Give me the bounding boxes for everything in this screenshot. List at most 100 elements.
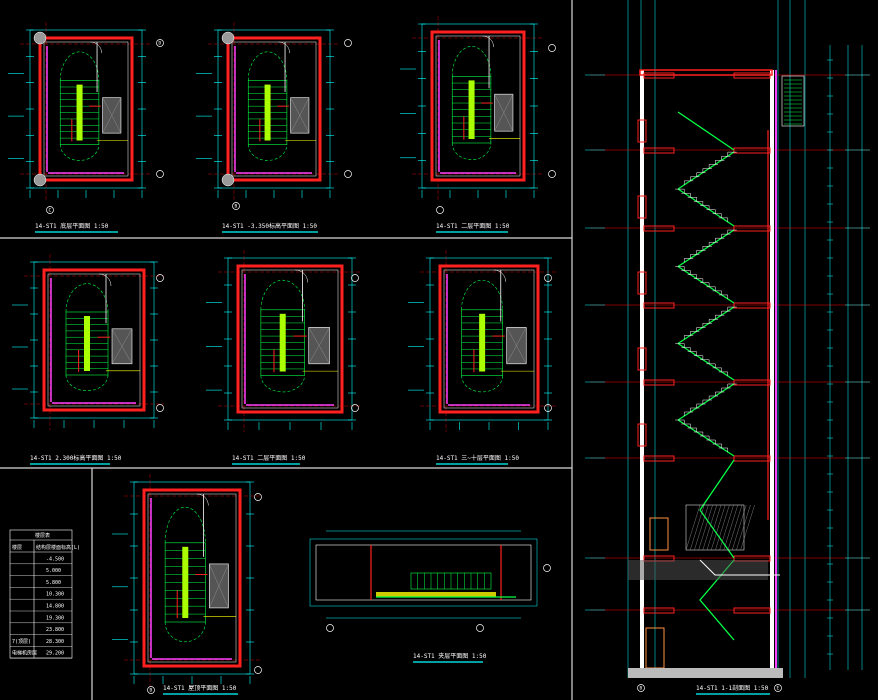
elevator-cross (111, 328, 133, 364)
floor-table: 楼层表 楼层 结构层楼面标高(L) -4.5005.0005.80010.300… (9, 529, 80, 659)
table-cell-elev: 19.300 (46, 615, 64, 621)
stair-step (700, 282, 710, 287)
stair-landing-arc (260, 280, 305, 310)
stair-step (715, 160, 725, 165)
stair-step (681, 347, 691, 352)
stair-step (727, 229, 737, 235)
stair-landing-arc (59, 144, 100, 161)
floor-slab (733, 225, 771, 232)
table-rows: -4.5005.0005.80010.30014.80019.30023.800… (10, 556, 72, 659)
stair-flight (677, 151, 735, 190)
stair-step (696, 250, 706, 255)
plan-roof (112, 474, 260, 686)
stair-step (721, 310, 731, 316)
stair-step (702, 323, 712, 328)
hatch-line (685, 504, 701, 551)
stair-step (702, 246, 712, 251)
window (637, 271, 647, 295)
landing (376, 592, 496, 597)
outer-wall (38, 36, 134, 182)
door-swing (196, 493, 209, 506)
hatch-line (711, 504, 726, 551)
plan-third-to-tenth (408, 250, 558, 432)
stair-flight (677, 383, 735, 421)
grid-bubble-labels: C D B B B E (49, 41, 780, 694)
plan-minus-3350 (196, 22, 340, 200)
stair-landing-arc (164, 506, 206, 543)
stair-step (727, 306, 737, 312)
plan-title-5: 14-ST1 二层平面图 1:50 (232, 455, 306, 462)
stair-flight (677, 342, 735, 381)
plan-title-2: 14-ST1 -3.350标高平面图 1:50 (222, 222, 317, 230)
inner-wall-line (147, 493, 237, 663)
stair-step (683, 180, 694, 185)
stair-handrail (468, 80, 475, 139)
elevator-cross (308, 327, 330, 364)
stair-step (687, 274, 697, 279)
stair-step (690, 407, 700, 412)
stair-step (702, 399, 712, 404)
door-swing (90, 41, 102, 54)
ground-slab (628, 560, 768, 580)
stair-step (718, 371, 729, 376)
dimension-frame (227, 257, 353, 421)
stair-step (687, 427, 697, 432)
window (637, 423, 647, 447)
hatch-line (740, 504, 755, 551)
elevator-cross (290, 97, 310, 134)
section-wall-left (640, 70, 644, 668)
stair-flight (677, 229, 735, 268)
stair-landing-arc (451, 46, 492, 77)
plan-title-6: 14-ST1 三~十层平面图 1:50 (436, 454, 519, 462)
stair-step (712, 213, 722, 218)
roof-slab (639, 69, 773, 76)
plan-title-3: 14-ST1 二层平面图 1:50 (436, 223, 510, 230)
table-cell-elev: 28.300 (46, 639, 64, 645)
table-cell-elev: 29.200 (46, 651, 64, 657)
floor-slab (643, 607, 675, 614)
table-header: 楼层表 (35, 532, 50, 539)
door-swing (493, 269, 506, 282)
stair-step (727, 383, 737, 388)
window (637, 347, 647, 371)
door-swing (482, 35, 494, 48)
plan-title-7: 14-ST1 屋顶平面图 1:50 (163, 685, 237, 692)
stair-step (708, 241, 719, 247)
stair-step (708, 164, 719, 169)
stair-step (696, 327, 706, 332)
inner-wall-line (231, 41, 317, 177)
outer-wall (315, 544, 532, 601)
stair-step (675, 188, 685, 194)
hatch-line (702, 504, 717, 551)
floor-slab (643, 225, 675, 232)
section-wall-right (770, 70, 774, 668)
stair-step (681, 270, 691, 275)
table-cell-elev: 5.800 (46, 580, 61, 586)
floor-slab (733, 72, 771, 79)
inner-wall-line (43, 41, 129, 177)
stair-step (700, 205, 710, 210)
floor-slab (643, 147, 675, 154)
stair-step (683, 411, 694, 416)
plan-second-floor (206, 250, 362, 432)
stair-step (706, 439, 716, 444)
stair-landing-arc (164, 621, 206, 643)
stair-step (693, 355, 704, 360)
outer-wall (42, 268, 146, 412)
stair-step (712, 367, 722, 372)
stair-step (706, 286, 716, 291)
table-col-floor: 楼层 (12, 544, 22, 551)
stair-step (718, 447, 729, 452)
stair-step (696, 403, 706, 408)
floor-slab (733, 379, 771, 386)
stair-step (718, 217, 729, 222)
stair-step (727, 151, 737, 157)
door-swing (295, 269, 308, 283)
stair-landing-arc (65, 283, 109, 313)
stair-landing-arc (451, 142, 492, 160)
hatch-line (732, 504, 747, 551)
outer-wall (142, 488, 242, 668)
stair-step (715, 314, 725, 320)
floor-slab (733, 302, 771, 309)
